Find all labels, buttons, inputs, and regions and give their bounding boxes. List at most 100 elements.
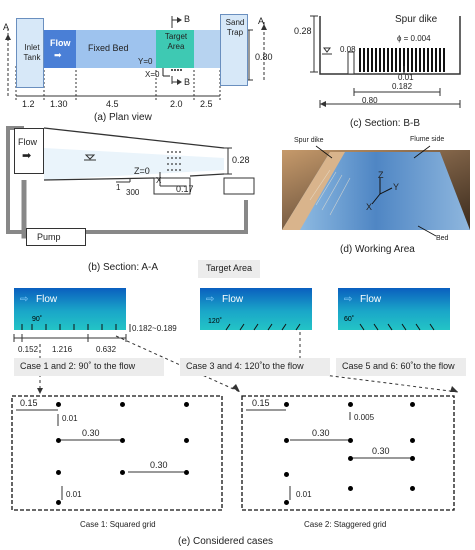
grid2-d1: 0.15 — [252, 398, 270, 408]
case-label-1: Case 1 and 2: 90˚ to the flow — [14, 358, 164, 376]
grid2-d4: 0.30 — [372, 446, 390, 456]
target-area-label: Target Area — [164, 32, 188, 51]
grid1-node — [120, 402, 125, 407]
wa-bed-label: Bed — [436, 235, 449, 242]
grid1-node — [184, 470, 189, 475]
bb-spacing: 0.01 — [398, 73, 414, 82]
inlet-tank-block: Inlet Tank — [16, 18, 44, 88]
section-bb-caption: (c) Section: B-B — [350, 118, 421, 129]
bb-height-dim: 0.28 — [294, 26, 312, 36]
flow-arrow-icon: ➡ — [54, 50, 62, 60]
grid2-node — [410, 456, 415, 461]
grid2-node — [284, 438, 289, 443]
section-b-marker-top: B — [184, 14, 191, 24]
length-dim-3: 4.5 — [106, 99, 119, 109]
case-dim-bottom-2: 1.216 — [52, 345, 73, 354]
section-b-marker-bottom: B — [184, 77, 191, 87]
bb-diameter: ɸ = 0.004 — [397, 34, 431, 43]
section-flow-arrow-icon: ➡ — [22, 150, 32, 162]
grid1-node — [56, 500, 61, 505]
case3-angle: 60˚ — [344, 316, 355, 323]
flow-label: Flow — [50, 38, 71, 48]
section-aa-caption: (b) Section: A-A — [88, 262, 159, 273]
grid1-d5: 0.01 — [66, 490, 82, 499]
wa-axis-x: X — [366, 202, 373, 212]
case1-flow-arrow-icon: ⇨ — [20, 294, 29, 305]
section-x-label: X — [156, 176, 162, 185]
case-dim-bottom-1: 0.152 — [18, 345, 39, 354]
fixed-bed-label: Fixed Bed — [88, 43, 129, 53]
length-dim-4: 2.0 — [170, 99, 183, 109]
case2-flow-label: Flow — [222, 294, 244, 305]
slope-num: 1 — [116, 183, 121, 192]
grid1-node — [56, 402, 61, 407]
pump-box: Pump — [26, 228, 86, 246]
length-dim-5: 2.5 — [200, 99, 213, 109]
wa-axis-z: Z — [378, 170, 384, 180]
grid2-node — [348, 486, 353, 491]
grid1-caption: Case 1: Squared grid — [80, 520, 156, 529]
plan-view-caption: (a) Plan view — [94, 112, 152, 123]
pump-label: Pump — [37, 232, 61, 242]
section-a-marker-left: A — [3, 22, 10, 32]
case-label-3: Case 5 and 6: 60˚to the flow — [336, 358, 466, 376]
grid1-node — [120, 438, 125, 443]
sand-trap-block: Sand Trap — [220, 14, 248, 86]
grid2-d2: 0.005 — [354, 413, 375, 422]
case-dim-a: 0.182~0.189 — [132, 324, 177, 333]
grid1-node — [56, 438, 61, 443]
inlet-tank-label: Inlet Tank — [23, 43, 41, 62]
grid1-node — [184, 438, 189, 443]
origin-y-label: Y=0 — [138, 57, 153, 66]
grid2-d5: 0.01 — [296, 490, 312, 499]
grid2-node — [410, 402, 415, 407]
grid2-node — [284, 472, 289, 477]
case-dim-bottom-3: 0.632 — [96, 345, 117, 354]
target-area-title: Target Area — [198, 260, 260, 278]
length-dim-2: 1.30 — [50, 99, 68, 109]
grid1-node — [56, 470, 61, 475]
grid1-d3: 0.30 — [82, 428, 100, 438]
case3-flow-label: Flow — [360, 294, 382, 305]
spur-dike-title: Spur dike — [395, 14, 438, 25]
transition-block — [194, 30, 220, 68]
section-flow-label: Flow — [18, 137, 38, 147]
grid2-node — [348, 438, 353, 443]
case2-flow-box: ⇨ Flow 120˚ — [200, 288, 312, 330]
wa-flume-side-label: Flume side — [410, 136, 445, 143]
wa-spur-dike-label: Spur dike — [294, 137, 324, 144]
flow-block: Flow ➡ — [44, 30, 76, 68]
wa-axis-y: Y — [393, 182, 400, 192]
origin-x-label: X=0 — [145, 70, 160, 79]
grid1-d1: 0.15 — [20, 398, 38, 408]
bb-dike-width: 0.08 — [340, 45, 356, 54]
case2-flow-arrow-icon: ⇨ — [206, 294, 215, 305]
grid1-node — [184, 402, 189, 407]
case-label-2: Case 3 and 4: 120˚to the flow — [180, 358, 330, 376]
width-dim: 0.80 — [255, 52, 273, 62]
grid1-d2: 0.01 — [62, 414, 78, 423]
case2-angle: 120˚ — [208, 318, 223, 325]
slope-den: 300 — [126, 188, 140, 197]
grid1-node — [120, 470, 125, 475]
grid2-node — [284, 500, 289, 505]
pit-depth-dim: 0.17 — [176, 184, 194, 194]
section-flow-box: Flow ➡ — [14, 128, 44, 174]
target-area-block: Target Area — [156, 30, 194, 68]
section-a-marker-right: A — [258, 16, 265, 26]
grid2-node — [410, 486, 415, 491]
grid2-node — [284, 402, 289, 407]
grid2-node — [410, 438, 415, 443]
grid2-d3: 0.30 — [312, 428, 330, 438]
case1-flow-label: Flow — [36, 294, 58, 305]
case1-angle: 90˚ — [32, 316, 43, 323]
sand-trap-label: Sand Trap — [225, 18, 245, 37]
origin-z-label: Z=0 — [134, 166, 150, 176]
grid1-d4: 0.30 — [150, 460, 168, 470]
grid2-node — [348, 402, 353, 407]
case1-flow-box: ⇨ Flow 90˚ — [14, 288, 126, 330]
